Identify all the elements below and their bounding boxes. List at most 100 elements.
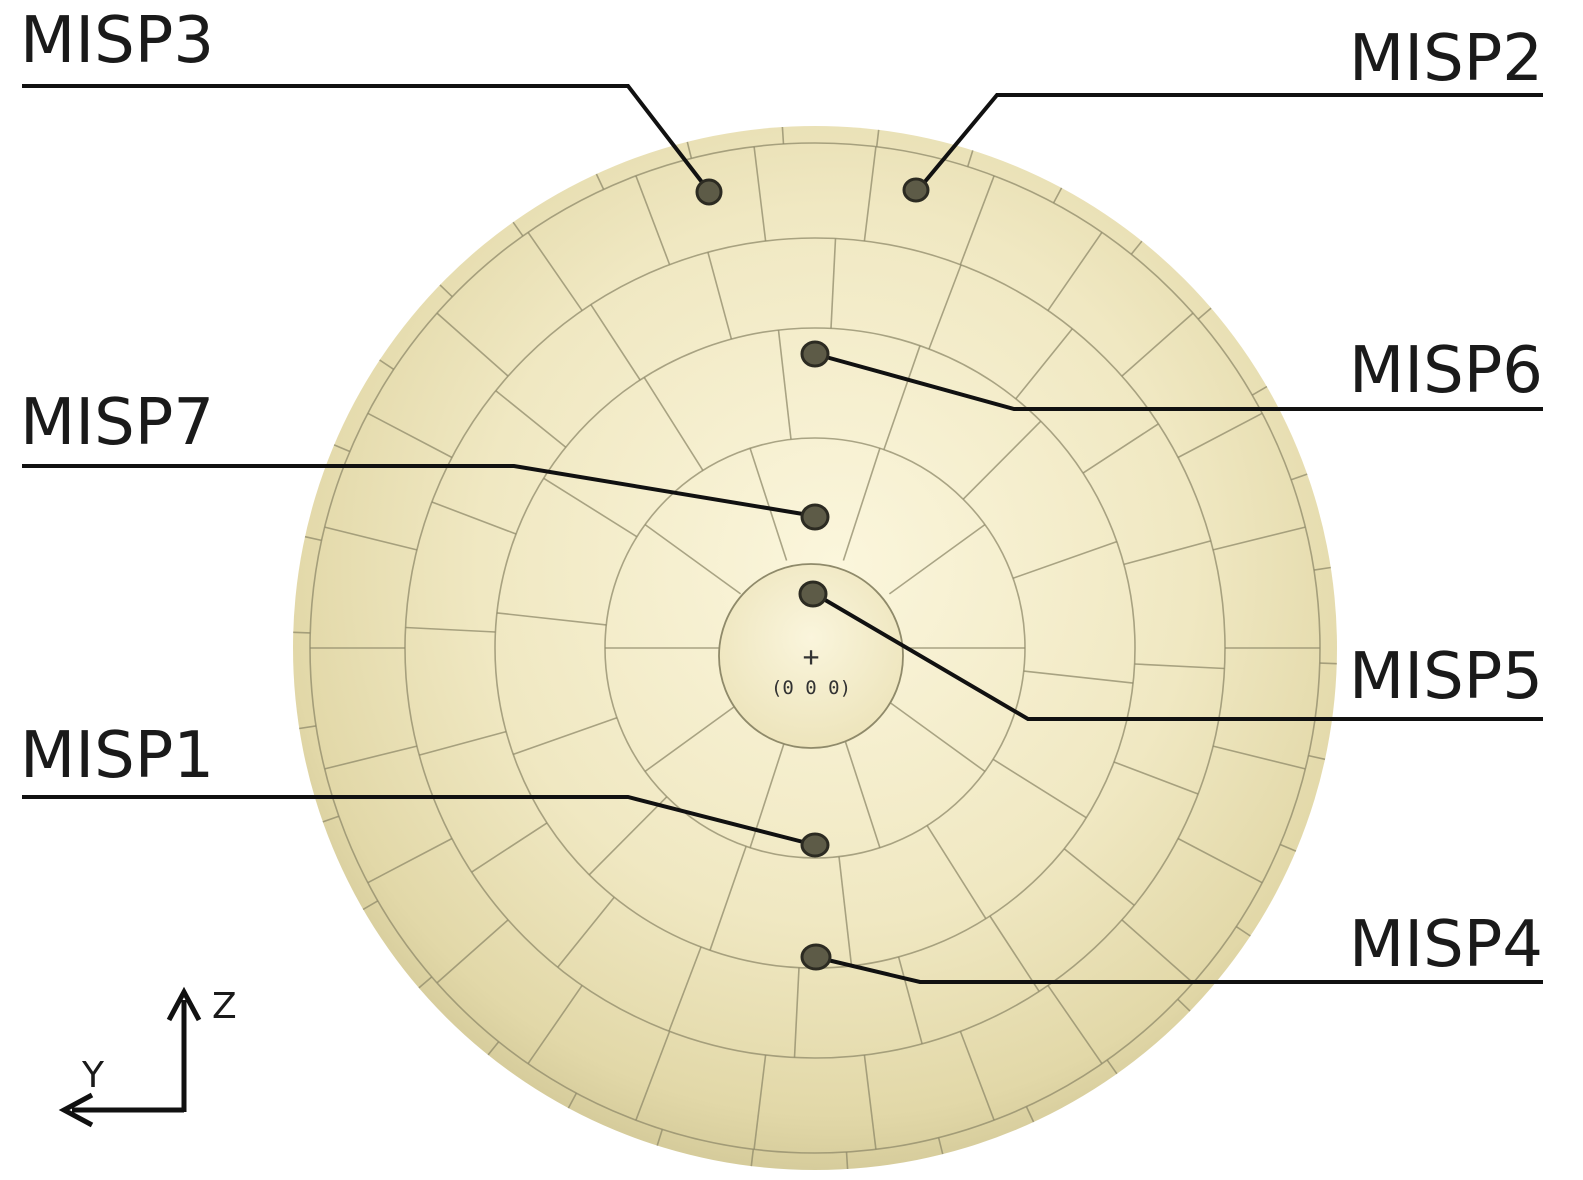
mesh-spoke <box>1047 231 1103 312</box>
mesh-spoke <box>527 231 583 312</box>
probe-labels: MISP3 MISP2 MISP6 MISP7 MISP5 MISP1 MISP… <box>20 4 1543 982</box>
mesh-spoke <box>842 735 881 848</box>
mesh-spoke <box>496 612 607 626</box>
mesh-spoke <box>1063 848 1135 906</box>
mesh-spoke <box>937 1137 944 1155</box>
mesh-spoke <box>644 523 742 595</box>
mesh-spoke <box>512 221 524 237</box>
mesh-spoke <box>656 1129 664 1146</box>
mesh-spoke <box>527 984 583 1065</box>
mesh-spoke <box>1212 526 1306 551</box>
mesh-spoke <box>1047 984 1103 1065</box>
mesh-spoke <box>379 359 395 371</box>
mesh-spoke <box>1197 307 1212 320</box>
probe-points <box>695 177 930 971</box>
mesh-spoke <box>471 822 548 873</box>
mesh-spoke <box>686 141 693 159</box>
mesh-spoke <box>838 856 853 966</box>
mesh-spoke <box>928 264 962 350</box>
mesh-spoke <box>436 919 509 984</box>
mesh-spoke <box>1113 761 1199 795</box>
mesh-spoke <box>1023 670 1134 684</box>
misp4-point <box>800 943 832 971</box>
misp1-leader <box>22 795 816 847</box>
mesh-spoke <box>324 526 418 551</box>
mesh-spoke <box>635 175 671 265</box>
mesh-spoke <box>863 1054 877 1150</box>
mesh-spoke <box>750 1149 755 1167</box>
mesh-spoke <box>588 796 668 876</box>
z-axis-arrow-icon <box>166 986 202 1022</box>
mesh-spoke <box>888 523 986 595</box>
mesh-spoke <box>668 946 702 1032</box>
mesh-spoke <box>595 173 605 190</box>
misp5-point <box>798 580 828 608</box>
mesh-spoke <box>1123 540 1212 566</box>
mesh-spoke <box>1177 837 1263 884</box>
mesh-spoke <box>643 376 704 471</box>
origin-marker: + <box>803 640 820 673</box>
mesh-spoke <box>863 146 877 242</box>
mesh-spoke <box>793 967 800 1058</box>
mesh-spoke <box>1015 328 1073 400</box>
mesh-spoke <box>367 837 453 884</box>
mesh-spoke <box>888 701 986 773</box>
mesh-spoke <box>635 1031 671 1121</box>
misp7-label: MISP7 <box>20 386 214 460</box>
misp1-label: MISP1 <box>20 719 214 793</box>
mesh-spoke <box>830 238 837 329</box>
misp1-point <box>800 832 830 858</box>
mesh-spoke <box>1025 1106 1035 1123</box>
misp3-point <box>695 178 723 206</box>
misp3-leader <box>22 84 710 192</box>
mesh-spoke <box>431 501 517 535</box>
y-axis-arrow-icon <box>58 1092 94 1128</box>
mesh-spoke <box>1177 412 1263 459</box>
misp4-leader <box>814 955 1543 984</box>
mesh-spoke <box>567 1092 578 1109</box>
mesh-spoke <box>1082 423 1159 474</box>
mesh-spoke <box>1052 187 1063 204</box>
misp7-point <box>800 503 830 531</box>
misp7-leader <box>22 464 816 518</box>
mesh-spoke <box>1121 919 1194 984</box>
mesh-spoke <box>897 956 923 1045</box>
mesh-spoke <box>1319 662 1337 665</box>
mesh-spoke <box>418 730 507 756</box>
axis-triad: Z Y <box>58 986 237 1128</box>
origin-label: (0 0 0) <box>771 677 851 699</box>
mesh-spoke <box>333 444 351 453</box>
mesh-spoke <box>1308 754 1326 761</box>
mesh-spoke <box>322 815 340 823</box>
mesh-spoke <box>707 251 733 340</box>
mesh-spoke <box>926 825 987 920</box>
mesh-spoke <box>842 448 881 561</box>
mesh-spoke <box>1134 663 1225 670</box>
mesh-spoke <box>1290 473 1308 481</box>
dome-surface <box>293 126 1337 1170</box>
mesh-spoke <box>1313 566 1331 571</box>
mesh-spoke <box>439 284 453 298</box>
mesh-spoke <box>495 390 567 448</box>
mesh-spoke <box>299 725 317 730</box>
mesh-spoke <box>962 420 1042 500</box>
mesh-spoke <box>875 129 880 147</box>
mesh-spoke <box>644 701 742 773</box>
mesh-spoke <box>989 915 1040 992</box>
z-axis-label: Z <box>212 986 237 1027</box>
mesh-spokes <box>293 126 1337 1170</box>
mesh-spoke <box>512 717 618 756</box>
misp5-leader <box>813 592 1543 721</box>
mesh-spoke <box>959 175 995 265</box>
mesh-spoke <box>777 330 792 440</box>
mesh-spoke <box>1235 925 1251 937</box>
mesh-spoke <box>543 477 638 538</box>
mesh-spoke <box>992 758 1087 819</box>
mesh-spoke <box>487 1041 500 1056</box>
mesh-spoke <box>324 745 418 770</box>
mesh-spoke <box>304 535 322 542</box>
misp4-label: MISP4 <box>1349 908 1543 982</box>
mesh-spoke <box>590 304 641 381</box>
mesh-spoke <box>959 1031 995 1121</box>
